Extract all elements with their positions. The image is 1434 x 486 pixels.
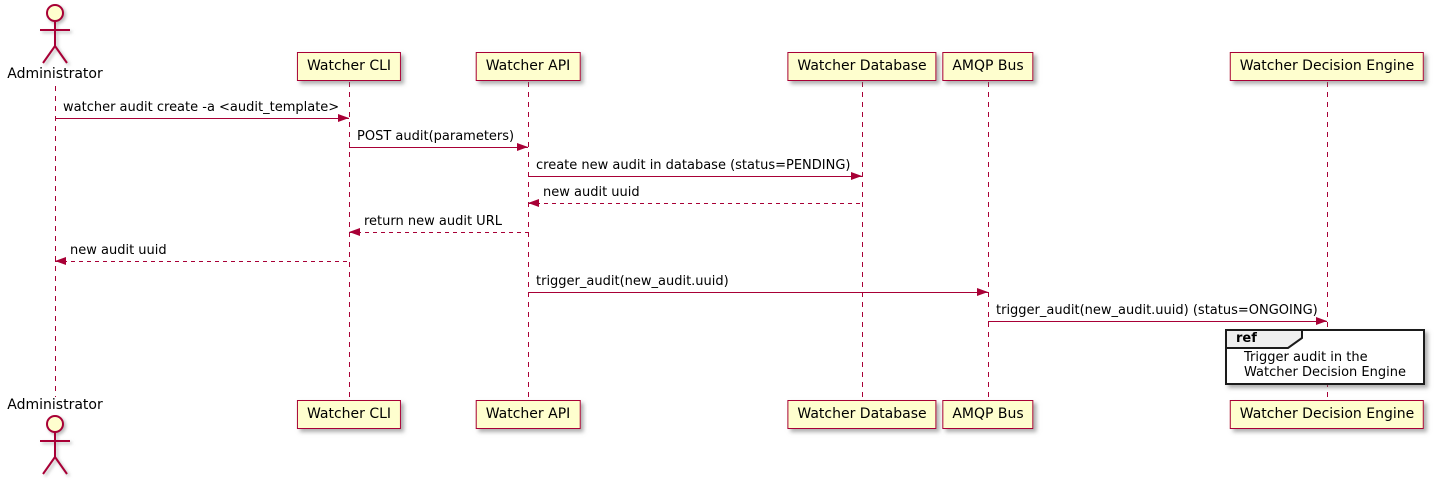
actor-label-top: Administrator <box>7 66 103 82</box>
ref-fragment: ref Trigger audit in the Watcher Decisio… <box>1225 329 1425 385</box>
ref-text-line-1: Trigger audit in the <box>1244 350 1368 365</box>
message-arrowhead-1 <box>338 114 349 122</box>
participant-box-bottom-watcher-cli: Watcher CLI <box>296 400 402 429</box>
message-arrowhead-7 <box>977 288 988 296</box>
participant-box-top-watcher-api: Watcher API <box>475 52 581 81</box>
actor-label-bottom: Administrator <box>7 397 103 413</box>
message-arrowhead-6 <box>55 257 66 265</box>
actor-figure-top <box>40 4 70 64</box>
message-label-1: watcher audit create -a <audit_template> <box>63 100 340 115</box>
message-label-8: trigger_audit(new_audit.uuid) (status=ON… <box>996 303 1318 318</box>
ref-tab-icon <box>1225 329 1303 349</box>
message-line-5 <box>349 232 528 234</box>
actor-figure-bottom <box>40 415 70 475</box>
message-label-6: new audit uuid <box>70 243 167 258</box>
message-arrowhead-2 <box>517 143 528 151</box>
message-label-3: create new audit in database (status=PEN… <box>536 158 851 173</box>
message-line-6 <box>55 261 349 263</box>
participant-box-bottom-watcher-api: Watcher API <box>475 400 581 429</box>
ref-text-line-2: Watcher Decision Engine <box>1244 365 1406 380</box>
message-line-7 <box>528 292 988 294</box>
participant-box-top-watcher-decision-engine: Watcher Decision Engine <box>1229 52 1425 81</box>
lifeline-watcher-api <box>528 82 529 400</box>
message-label-7: trigger_audit(new_audit.uuid) <box>536 274 729 289</box>
lifeline-watcher-cli <box>349 82 350 400</box>
participant-box-top-amqp-bus: AMQP Bus <box>942 52 1034 81</box>
message-label-5: return new audit URL <box>364 214 502 229</box>
message-label-2: POST audit(parameters) <box>357 129 515 144</box>
lifeline-administrator <box>55 86 56 397</box>
message-line-1 <box>55 118 349 120</box>
message-arrowhead-4 <box>528 199 539 207</box>
lifeline-amqp-bus <box>988 82 989 400</box>
message-label-4: new audit uuid <box>543 185 640 200</box>
participant-box-bottom-amqp-bus: AMQP Bus <box>942 400 1034 429</box>
participant-box-top-watcher-cli: Watcher CLI <box>296 52 402 81</box>
message-line-2 <box>349 147 528 149</box>
message-arrowhead-8 <box>1316 317 1327 325</box>
ref-keyword: ref <box>1236 331 1257 346</box>
message-line-4 <box>528 203 862 205</box>
participant-box-bottom-watcher-decision-engine: Watcher Decision Engine <box>1229 400 1425 429</box>
lifeline-watcher-database <box>862 82 863 400</box>
lifeline-watcher-decision-engine <box>1327 82 1328 400</box>
message-line-8 <box>988 321 1327 323</box>
participant-box-bottom-watcher-database: Watcher Database <box>787 400 937 429</box>
message-arrowhead-3 <box>851 172 862 180</box>
participant-box-top-watcher-database: Watcher Database <box>787 52 937 81</box>
message-line-3 <box>528 176 862 178</box>
message-arrowhead-5 <box>349 228 360 236</box>
ref-text: Trigger audit in the Watcher Decision En… <box>1244 331 1406 380</box>
